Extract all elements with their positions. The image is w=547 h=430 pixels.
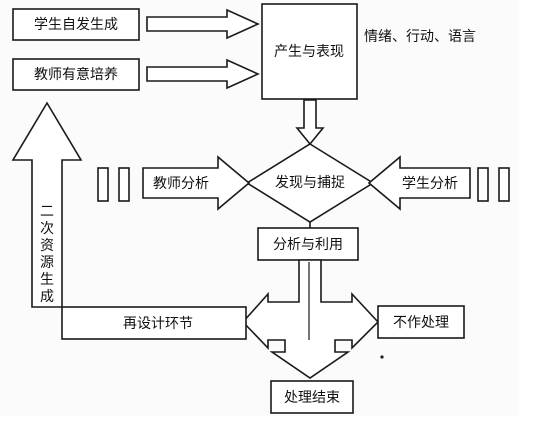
analyze-utilize-box	[257, 227, 359, 261]
secondary-resource-char-6: 成	[40, 289, 54, 305]
stray-dot	[380, 355, 384, 359]
teacher-cultivation-label: 教师有意培养	[34, 66, 118, 83]
finish-box	[270, 380, 354, 414]
secondary-resource-char-1: 二	[40, 204, 54, 220]
cross-arrow	[241, 259, 380, 379]
produce-express-label: 产生与表现	[274, 44, 344, 60]
arrow-produce-to-discover	[295, 99, 325, 146]
student-spontaneous-label: 学生自发生成	[34, 17, 118, 33]
redesign-box	[61, 306, 247, 340]
teacher-analysis-label: 教师分析	[153, 176, 209, 192]
secondary-resource-char-2: 次	[40, 221, 54, 237]
finish-label: 处理结束	[284, 390, 340, 406]
arrow-teacher-to-produce	[146, 58, 260, 90]
secondary-resource-char-5: 生	[40, 272, 54, 288]
left-bar-2	[118, 167, 130, 202]
teacher-cultivation-box	[12, 58, 140, 91]
teacher-analysis-arrow	[142, 155, 251, 211]
forms-label: 情绪、行动、语言	[364, 29, 476, 45]
student-analysis-arrow	[367, 155, 471, 211]
student-spontaneous-box	[12, 8, 140, 41]
right-bar-2	[498, 167, 510, 202]
discover-capture-label: 发现与捕捉	[275, 175, 345, 191]
analyze-utilize-label: 分析与利用	[273, 237, 343, 253]
arrow-student-to-produce	[146, 8, 260, 40]
secondary-resource-char-3: 资	[40, 238, 54, 254]
secondary-resource-char-4: 源	[40, 255, 54, 271]
redesign-label: 再设计环节	[123, 316, 193, 332]
student-analysis-label: 学生分析	[402, 176, 458, 192]
no-action-label: 不作处理	[393, 315, 449, 331]
no-action-box	[377, 305, 465, 339]
left-bar-1	[97, 167, 109, 202]
right-bar-1	[477, 167, 489, 202]
produce-express-box	[261, 3, 358, 100]
secondary-resource-arrow	[11, 101, 83, 308]
